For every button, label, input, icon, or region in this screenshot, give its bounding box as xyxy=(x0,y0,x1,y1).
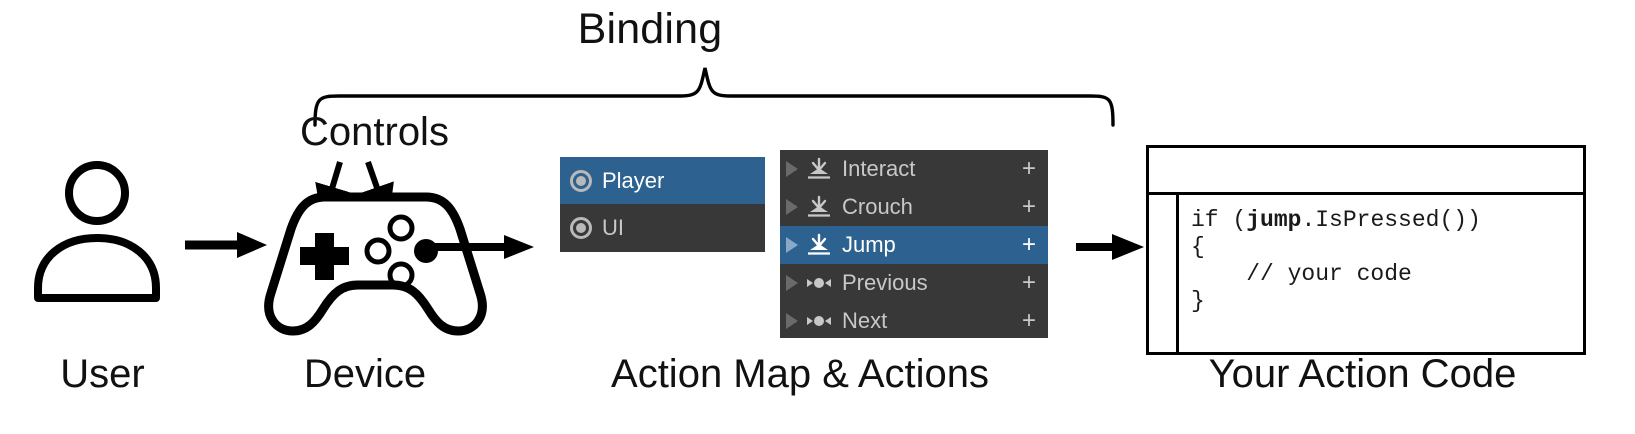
code-line-1-var: jump xyxy=(1246,207,1302,233)
add-binding-button[interactable]: + xyxy=(1021,269,1036,296)
chevron-right-icon[interactable] xyxy=(786,199,798,215)
arrow-right-icon xyxy=(428,235,534,259)
add-binding-button[interactable]: + xyxy=(1021,307,1036,334)
chevron-right-icon[interactable] xyxy=(786,237,798,253)
add-binding-button[interactable]: + xyxy=(1021,155,1036,182)
axis-action-icon xyxy=(807,278,831,288)
action-label: Previous xyxy=(842,270,928,295)
code-text[interactable]: if (jump.IsPressed()) { // your code } xyxy=(1179,195,1583,352)
code-line-1-pre: if ( xyxy=(1191,207,1247,233)
caption-user: User xyxy=(60,352,145,396)
code-window-titlebar xyxy=(1149,148,1583,195)
action-row-next[interactable]: Next + xyxy=(780,302,1048,340)
add-binding-button[interactable]: + xyxy=(1021,231,1036,258)
action-row-crouch[interactable]: Crouch + xyxy=(780,188,1048,226)
code-window-body: if (jump.IsPressed()) { // your code } xyxy=(1149,195,1583,352)
arrow-right-icon xyxy=(185,232,267,258)
action-row-previous[interactable]: Previous + xyxy=(780,264,1048,302)
chevron-right-icon[interactable] xyxy=(786,313,798,329)
action-map-row-player[interactable]: Player xyxy=(560,157,765,204)
binding-brace xyxy=(313,67,1115,127)
action-map-icon xyxy=(570,216,592,239)
action-label: Next xyxy=(842,308,888,333)
add-binding-button[interactable]: + xyxy=(1021,193,1036,220)
action-label: Jump xyxy=(842,232,896,257)
actions-panel[interactable]: Interact + Crouch + Jump + xyxy=(780,150,1048,338)
action-map-label: UI xyxy=(602,214,624,240)
code-line-3: // your code xyxy=(1191,261,1412,287)
code-line-1-post: .IsPressed()) xyxy=(1301,207,1481,233)
action-row-interact[interactable]: Interact + xyxy=(780,150,1048,188)
action-label: Crouch xyxy=(842,194,913,219)
action-map-icon xyxy=(570,169,592,192)
arrow-right-icon xyxy=(1076,234,1144,260)
action-map-panel[interactable]: Player UI xyxy=(560,157,765,252)
gamepad-icon xyxy=(264,192,487,336)
action-label: Interact xyxy=(842,156,916,181)
code-line-2: { xyxy=(1191,234,1205,260)
controls-label: Controls xyxy=(300,110,449,154)
action-row-jump[interactable]: Jump + xyxy=(780,226,1048,264)
axis-action-icon xyxy=(807,316,831,326)
binding-title: Binding xyxy=(577,5,723,53)
button-action-icon xyxy=(808,233,830,255)
caption-action-map: Action Map & Actions xyxy=(611,352,989,396)
chevron-right-icon[interactable] xyxy=(786,275,798,291)
action-map-row-ui[interactable]: UI xyxy=(560,204,765,251)
button-action-icon xyxy=(808,195,830,217)
code-line-4: } xyxy=(1191,288,1205,314)
chevron-right-icon[interactable] xyxy=(786,161,798,177)
user-icon xyxy=(34,161,160,302)
caption-device: Device xyxy=(303,352,427,396)
button-action-icon xyxy=(808,157,830,179)
action-map-label: Player xyxy=(602,167,665,193)
caption-code: Your Action Code xyxy=(1208,352,1517,396)
code-window: if (jump.IsPressed()) { // your code } xyxy=(1146,145,1586,355)
code-gutter xyxy=(1149,195,1179,352)
